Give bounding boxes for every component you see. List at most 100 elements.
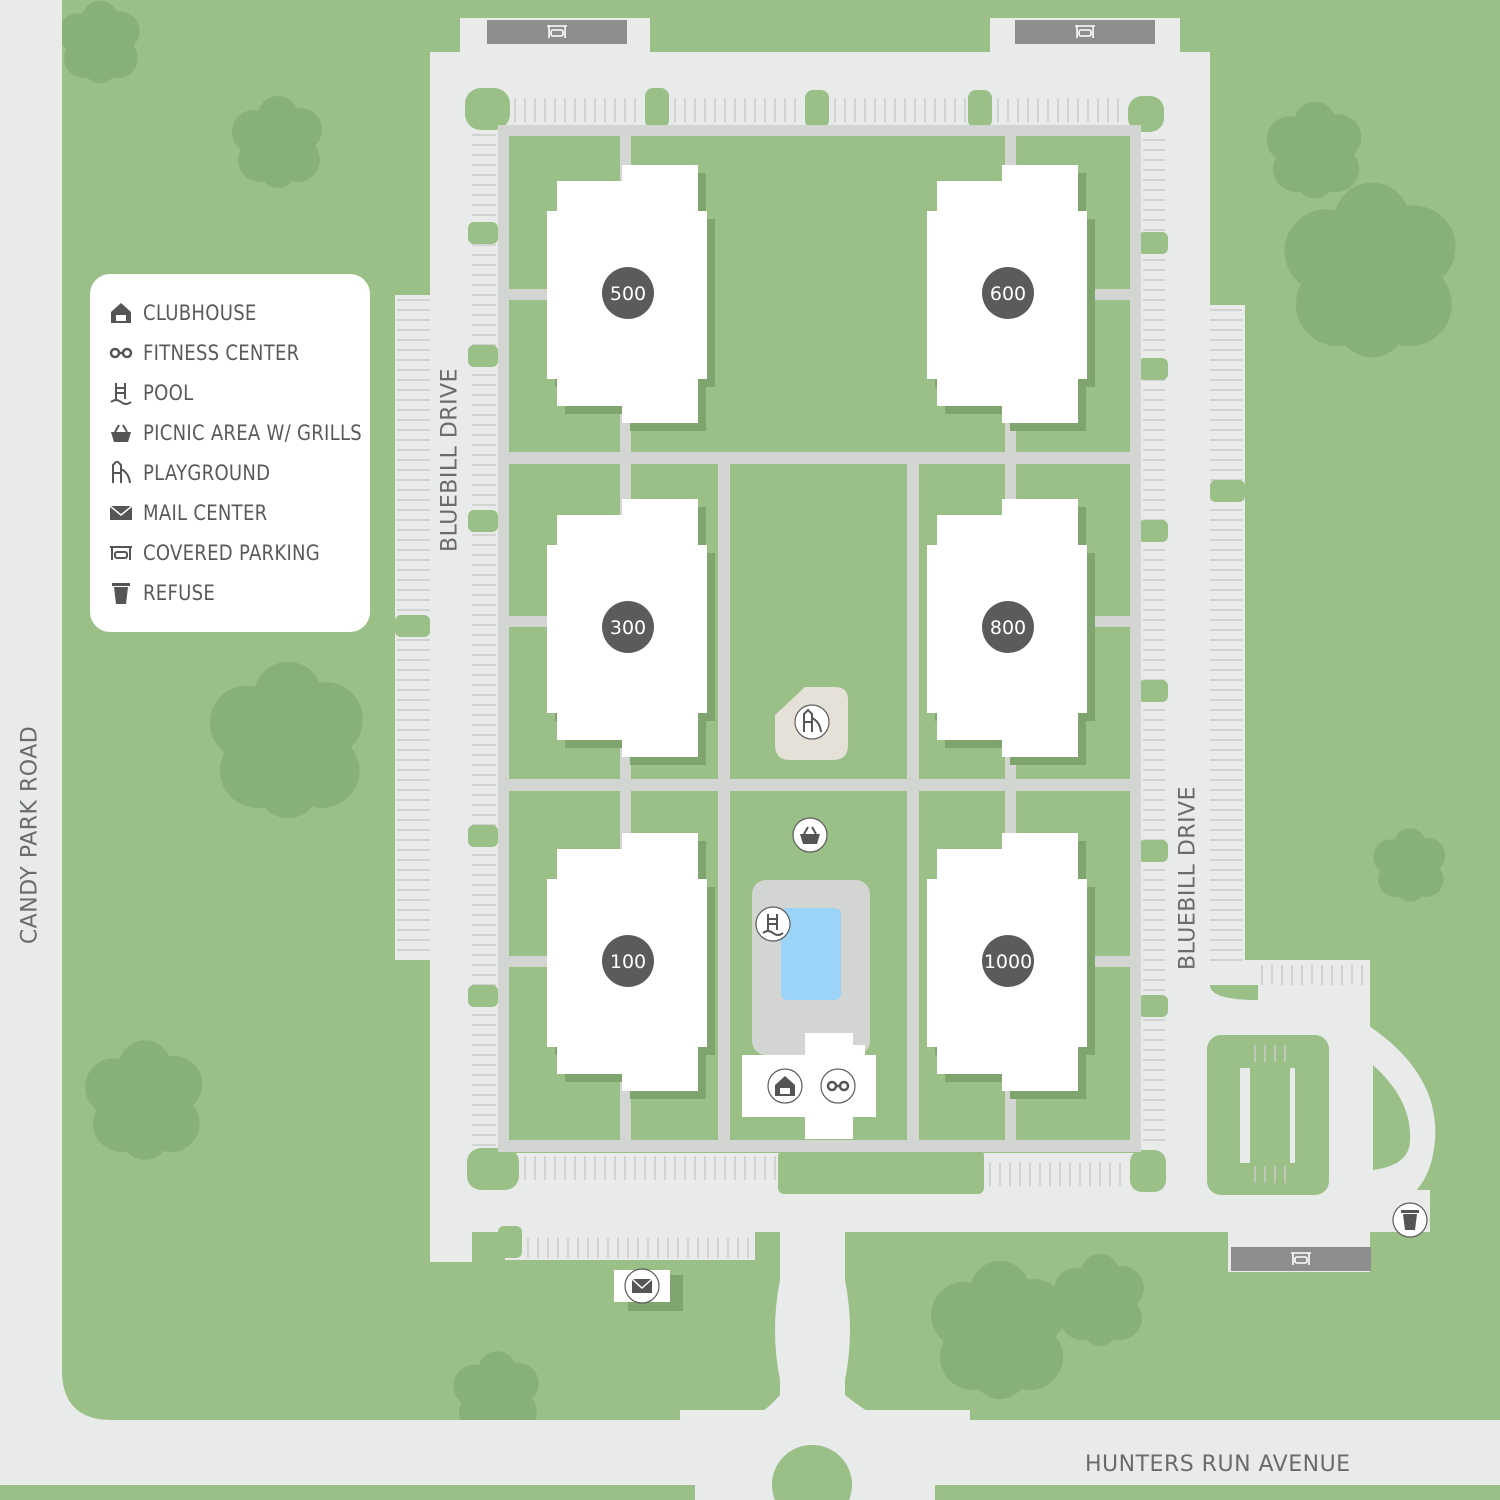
bluebill-drive-left-label: BLUEBILL DRIVE xyxy=(437,367,463,553)
amenity-markers xyxy=(624,704,1428,1304)
bluebill-drive-right-label: BLUEBILL DRIVE xyxy=(1175,785,1201,971)
playground-marker[interactable] xyxy=(794,704,830,740)
fitness-marker[interactable] xyxy=(820,1068,856,1104)
island xyxy=(1373,1065,1411,1170)
carport xyxy=(1231,1247,1371,1271)
legend-item-mail-center: MAIL CENTER xyxy=(108,498,288,528)
clubhouse-marker[interactable] xyxy=(767,1068,803,1104)
east-lot-median xyxy=(1250,1068,1290,1163)
walkway xyxy=(498,452,1141,464)
covered-parking-icon xyxy=(1075,25,1095,38)
walkway xyxy=(1005,450,1016,1140)
building-number: 600 xyxy=(990,283,1026,305)
hunters-run-avenue-label: HUNTERS RUN AVENUE xyxy=(1085,1452,1351,1477)
island xyxy=(1138,520,1168,542)
picnic-grill-icon xyxy=(108,420,134,446)
walkway xyxy=(620,450,631,1140)
building-badge-300[interactable]: 300 xyxy=(602,601,654,653)
island xyxy=(1138,995,1168,1017)
covered-parking-icon xyxy=(1291,1252,1311,1265)
walkway xyxy=(1130,125,1141,1152)
building-badge-1000[interactable]: 1000 xyxy=(982,935,1034,987)
drive-top xyxy=(430,52,1210,92)
walkway xyxy=(1075,616,1135,627)
picnic-marker[interactable] xyxy=(792,817,828,853)
building-badge-800[interactable]: 800 xyxy=(982,601,1034,653)
drive-right xyxy=(1168,52,1210,987)
refuse-marker[interactable] xyxy=(1392,1202,1428,1238)
walkway xyxy=(1075,956,1135,967)
island xyxy=(1138,232,1168,254)
building-number: 300 xyxy=(610,617,646,639)
island xyxy=(778,1150,984,1194)
island xyxy=(805,90,829,128)
island xyxy=(1210,480,1245,502)
covered-parking-icon xyxy=(108,540,134,566)
walkway xyxy=(498,125,509,1152)
legend-label: FITNESS CENTER xyxy=(143,341,300,365)
island xyxy=(1138,680,1168,702)
walkway xyxy=(505,616,560,627)
covered-parking-icon xyxy=(547,25,567,38)
median-grass xyxy=(935,1485,1500,1500)
median-grass xyxy=(110,1485,695,1500)
building-number: 100 xyxy=(610,951,646,973)
pool-marker[interactable] xyxy=(755,906,791,942)
island xyxy=(645,88,669,128)
walkway xyxy=(1075,289,1135,300)
walkway xyxy=(498,125,1141,136)
fitness-center-icon xyxy=(826,1080,850,1092)
east-parking xyxy=(1205,305,1245,965)
legend-label: POOL xyxy=(143,381,194,405)
legend-item-refuse: REFUSE xyxy=(108,578,227,608)
pool-icon xyxy=(762,914,784,936)
building-badges: 500 600 300 800 100 1000 xyxy=(602,267,1034,987)
south-parking xyxy=(505,1225,755,1260)
building-badge-100[interactable]: 100 xyxy=(602,935,654,987)
picnic-grill-icon xyxy=(800,826,820,844)
legend-label: PICNIC AREA W/ GRILLS xyxy=(143,421,362,445)
candy-park-road-label: CANDY PARK ROAD xyxy=(17,725,43,945)
legend-item-picnic-area: PICNIC AREA W/ GRILLS xyxy=(108,418,398,448)
pool xyxy=(781,908,841,1000)
parking-stripes xyxy=(397,98,1363,1258)
legend-item-pool: POOL xyxy=(108,378,202,408)
legend-item-clubhouse: CLUBHOUSE xyxy=(108,298,275,328)
roundabout-island xyxy=(772,1445,852,1500)
clubhouse-icon xyxy=(108,300,134,326)
legend-label: COVERED PARKING xyxy=(143,541,321,565)
building-number: 800 xyxy=(990,617,1026,639)
playground-icon xyxy=(108,460,134,486)
mail-marker[interactable] xyxy=(624,1268,660,1304)
island xyxy=(468,510,498,532)
island xyxy=(968,90,992,128)
island xyxy=(1128,96,1164,132)
refuse-icon xyxy=(108,580,134,606)
mail-icon xyxy=(108,500,134,526)
walkway xyxy=(718,464,730,1140)
clubhouse-icon xyxy=(775,1076,795,1096)
entrance-road xyxy=(700,1225,940,1427)
legend-label: CLUBHOUSE xyxy=(143,301,257,325)
island xyxy=(1138,358,1168,380)
refuse-icon xyxy=(1401,1210,1419,1230)
building-number: 500 xyxy=(610,283,646,305)
building-badge-500[interactable]: 500 xyxy=(602,267,654,319)
walkway xyxy=(907,464,919,1140)
pool-icon xyxy=(108,380,134,406)
island xyxy=(468,222,498,244)
covered-parking xyxy=(487,20,1371,1271)
island xyxy=(468,825,498,847)
playground-icon xyxy=(803,708,822,733)
walkway xyxy=(505,956,560,967)
lot-islands xyxy=(395,88,1245,1258)
entrance-road-mouth xyxy=(680,1410,970,1430)
walkway xyxy=(498,779,1141,791)
walkway xyxy=(505,289,560,300)
island xyxy=(1130,1150,1166,1192)
island xyxy=(1138,840,1168,862)
island xyxy=(467,1148,519,1190)
building-badge-600[interactable]: 600 xyxy=(982,267,1034,319)
